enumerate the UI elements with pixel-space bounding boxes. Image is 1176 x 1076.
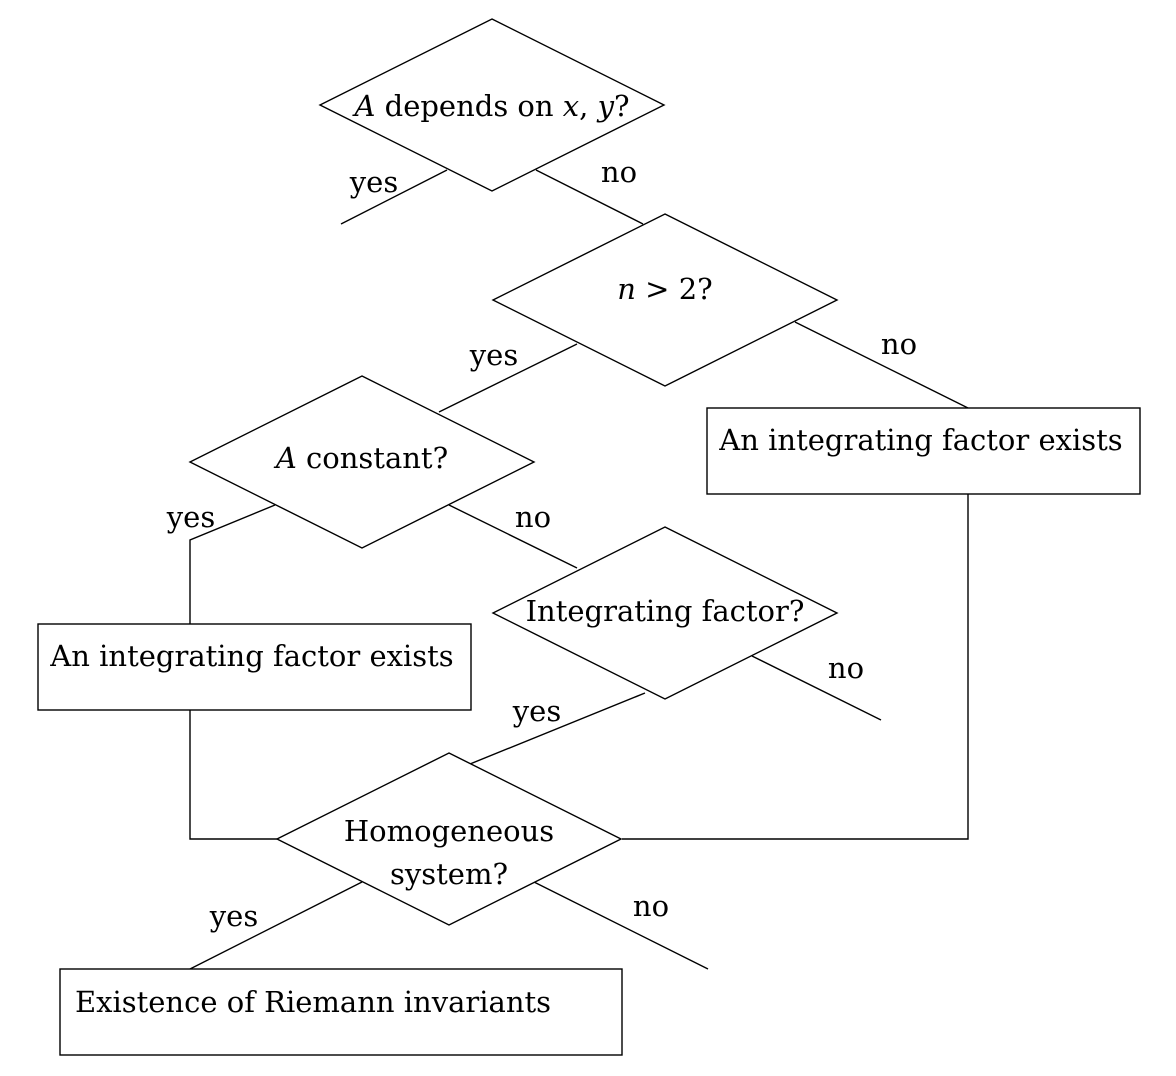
d3-no-connector [448,504,578,569]
d3-yes-connector [189,504,276,624]
decision-homogeneous-system: Homogeneous system? [275,752,623,926]
d2-yes-connector [438,343,578,413]
decision-a-constant: A constant? [188,375,536,549]
decision-homogeneous-line1: Homogeneous [344,814,554,848]
decision-homogeneous-line2: system? [390,857,508,891]
result-box-integrating-factor-left: An integrating factor exists [37,623,472,711]
d1-yes-label: yes [349,165,398,199]
result-box-riemann-invariants: Existence of Riemann invariants [59,968,623,1056]
result-box-integrating-factor-right-label: An integrating factor exists [718,423,1122,457]
decision-depends-on-xy-label: A depends on x, y? [351,89,629,123]
d4-no-connector [751,655,882,721]
box1-to-d5-connector [189,710,277,840]
result-box-integrating-factor-left-label: An integrating factor exists [49,639,453,673]
decision-depends-on-xy: A depends on x, y? [318,18,666,192]
d1-no-label: no [601,155,637,189]
d4-yes-label: yes [512,694,561,728]
box2-to-d5-connector [622,494,969,840]
d4-no-label: no [828,651,864,685]
d2-yes-label: yes [469,338,518,372]
d2-no-label: no [881,327,917,361]
decision-a-constant-label: A constant? [273,441,448,475]
decision-n-greater-2-label: n > 2? [617,272,712,306]
decision-n-greater-2: n > 2? [491,213,839,387]
d5-no-label: no [633,889,669,923]
connectors [189,169,969,970]
d5-yes-connector [189,881,363,970]
d3-yes-label: yes [166,500,215,534]
decision-integrating-factor-label: Integrating factor? [526,594,805,628]
result-box-riemann-invariants-label: Existence of Riemann invariants [75,985,551,1019]
edge-labels: yes no yes no yes no yes no yes no [166,155,917,933]
result-box-integrating-factor-right: An integrating factor exists [706,407,1141,495]
d1-no-connector [535,169,644,225]
d4-yes-connector [469,692,646,765]
decision-integrating-factor: Integrating factor? [491,526,839,700]
d1-yes-connector [340,169,448,225]
d5-yes-label: yes [209,899,258,933]
d3-no-label: no [515,500,551,534]
d2-no-connector [794,321,969,409]
d5-no-connector [533,881,709,970]
